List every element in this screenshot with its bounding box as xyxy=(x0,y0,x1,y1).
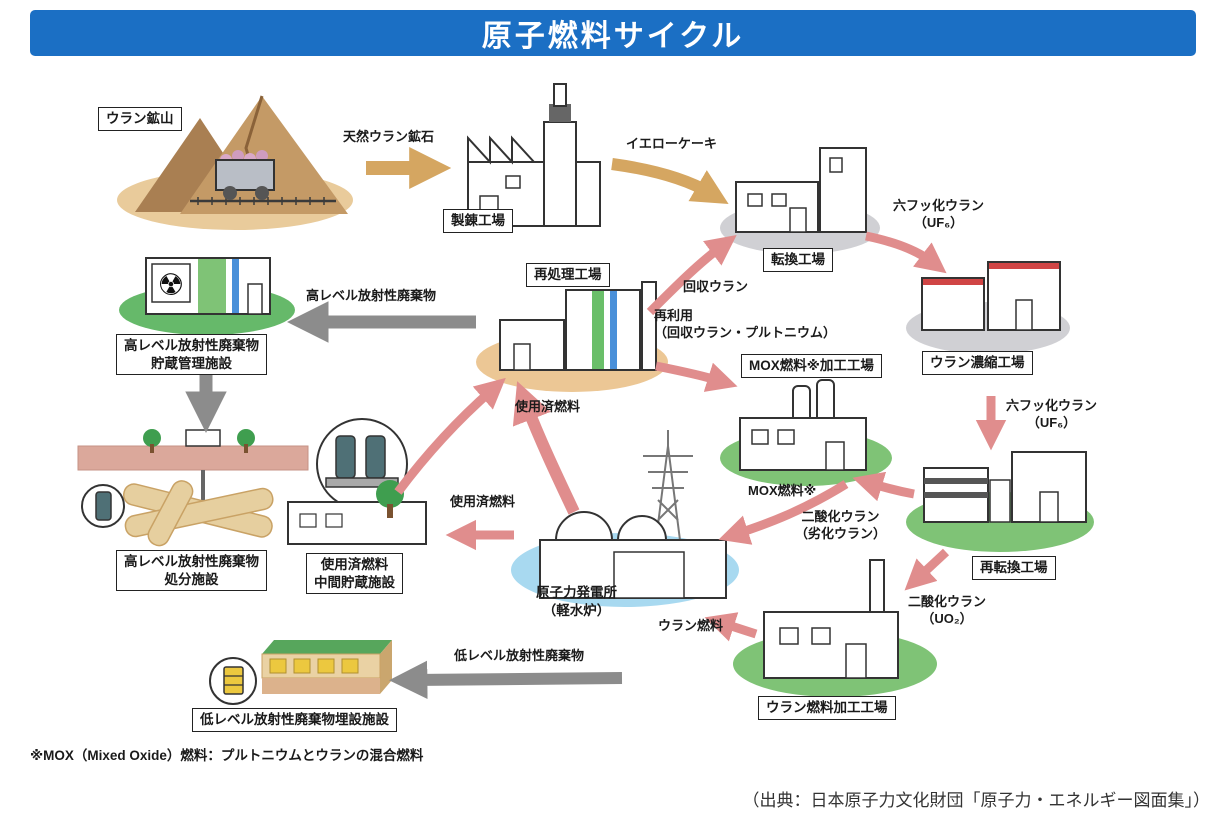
uf6-right-label-line2: （UF₆） xyxy=(1026,414,1077,430)
title-bar: 原子燃料サイクル xyxy=(30,10,1196,56)
interim-storage-label: 使用済燃料 中間貯蔵施設 xyxy=(306,553,403,595)
conversion-plant-label: 転換工場 xyxy=(763,248,833,272)
conversion-plant-illustration xyxy=(735,147,867,233)
mox-fuel-plant-illustration xyxy=(739,379,867,471)
hlw-storage-label-line1: 高レベル放射性廃棄物 xyxy=(124,338,259,353)
llw-burial-illustration xyxy=(209,640,392,705)
arrow-reprocessing-to-moxplant xyxy=(655,361,738,392)
uranium-fuel-plant-illustration xyxy=(763,559,899,679)
flow-arrows xyxy=(185,147,1007,700)
arrow-moxplant-to-npp xyxy=(718,480,849,545)
spent-fuel-to-interim-label: 使用済燃料 xyxy=(450,494,516,509)
uranium-mine-label: ウラン鉱山 xyxy=(98,107,182,131)
power-plant-label-line1: 原子力発電所 xyxy=(536,585,617,600)
hlw-disposal-illustration xyxy=(77,429,309,547)
depleted-uo2-label-line1: 二酸化ウラン xyxy=(801,509,880,524)
source-credit: （出典：日本原子力文化財団「原子力・エネルギー図面集」） xyxy=(742,791,1211,810)
reconversion-plant-label: 再転換工場 xyxy=(972,556,1056,580)
hlw-storage-label-line2: 貯蔵管理施設 xyxy=(151,355,232,371)
recovered-uranium-label: 回収ウラン xyxy=(683,279,749,294)
power-plant-label: 原子力発電所 （軽水炉） xyxy=(536,584,617,619)
uo2-label-line1: 二酸化ウラン xyxy=(908,594,987,609)
interim-storage-label-line1: 使用済燃料 xyxy=(320,557,389,572)
uf6-upper-label: 六フッ化ウラン （UF₆） xyxy=(893,198,984,232)
interim-storage-label-line2: 中間貯蔵施設 xyxy=(314,574,395,590)
uranium-fuel-plant-label: ウラン燃料加工工場 xyxy=(758,696,896,720)
uranium-fuel-label: ウラン燃料 xyxy=(658,618,724,633)
power-plant-label-line2: （軽水炉） xyxy=(542,602,611,618)
arrow-npp-to-llwburial xyxy=(388,660,623,700)
arrow-interim-to-reprocessing xyxy=(394,377,506,495)
refining-plant-label: 製錬工場 xyxy=(443,209,513,233)
natural-uranium-ore-label: 天然ウラン鉱石 xyxy=(343,129,435,144)
uf6-right-label: 六フッ化ウラン （UF₆） xyxy=(1006,398,1097,432)
uranium-mine-illustration xyxy=(135,95,348,214)
reprocessing-plant-label: 再処理工場 xyxy=(526,263,610,287)
enrichment-plant-illustration xyxy=(921,261,1061,331)
hlw-storage-label: 高レベル放射性廃棄物 貯蔵管理施設 xyxy=(116,334,267,376)
uf6-upper-label-line2: （UF₆） xyxy=(913,214,964,230)
arrow-npp-to-reprocessing xyxy=(512,381,580,515)
uf6-upper-label-line1: 六フッ化ウラン xyxy=(893,198,985,213)
hlw-disposal-label: 高レベル放射性廃棄物 処分施設 xyxy=(116,550,267,592)
mox-footnote: ※MOX（Mixed Oxide）燃料：プルトニウムとウランの混合燃料 xyxy=(30,748,424,763)
arrow-conversion-to-enrichment xyxy=(865,231,947,274)
nuclear-power-plant-illustration xyxy=(539,430,727,599)
uranium-dioxide-label: 二酸化ウラン （UO₂） xyxy=(908,594,986,628)
reconversion-plant-illustration xyxy=(923,451,1087,523)
enrichment-plant-label: ウラン濃縮工場 xyxy=(922,351,1033,375)
reuse-label: 再利用 （回収ウラン・プルトニウム） xyxy=(654,308,836,342)
spent-fuel-to-reprocessing-label: 使用済燃料 xyxy=(515,399,581,414)
uf6-right-label-line1: 六フッ化ウラン xyxy=(1006,398,1098,413)
uo2-label-line2: （UO₂） xyxy=(921,610,973,626)
arrow-reconversion-to-ufuelplant xyxy=(904,548,950,591)
depleted-uranium-dioxide-label: 二酸化ウラン （劣化ウラン） xyxy=(795,509,886,543)
reuse-label-line1: 再利用 xyxy=(654,308,694,323)
llw-burial-label: 低レベル放射性廃棄物埋設施設 xyxy=(192,708,397,732)
mox-fuel-label: MOX燃料※ xyxy=(748,483,817,498)
arrow-reconversion-to-moxplant xyxy=(852,471,915,502)
hlw-disposal-label-line1: 高レベル放射性廃棄物 xyxy=(124,554,259,569)
arrow-reprocessing-to-conversion xyxy=(646,234,737,316)
interim-storage-illustration xyxy=(287,418,427,545)
radiation-icon: ☢ xyxy=(158,269,185,302)
arrow-ufuelplant-to-npp xyxy=(704,612,758,642)
low-level-waste-label: 低レベル放射性廃棄物 xyxy=(454,648,585,663)
yellowcake-label: イエローケーキ xyxy=(626,136,717,151)
page-title: 原子燃料サイクル xyxy=(481,20,745,53)
hlw-storage-illustration: ☢ xyxy=(145,257,271,315)
reprocessing-plant-illustration xyxy=(499,281,657,371)
depleted-uo2-label-line2: （劣化ウラン） xyxy=(795,525,887,541)
reuse-label-line2: （回収ウラン・プルトニウム） xyxy=(654,324,837,340)
refining-plant-illustration xyxy=(467,83,601,227)
hlw-disposal-label-line2: 処分施設 xyxy=(164,571,219,587)
transmission-tower-icon xyxy=(643,430,693,549)
mox-fuel-plant-label: MOX燃料※加工工場 xyxy=(741,354,882,378)
high-level-waste-label: 高レベル放射性廃棄物 xyxy=(306,288,437,303)
arrow-yellowcake-to-conversion xyxy=(611,158,729,204)
